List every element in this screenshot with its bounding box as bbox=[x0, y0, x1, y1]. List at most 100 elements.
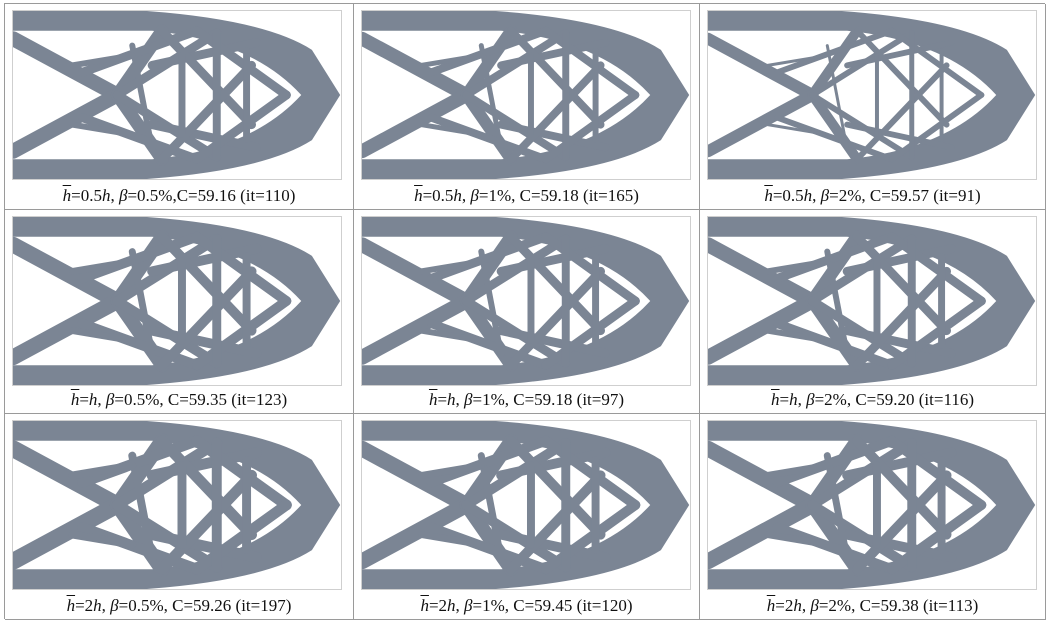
figure-panel: h=2h, β=0.5%, C=59.26 (it=197) bbox=[5, 414, 354, 620]
figure-panel: h=2h, β=2%, C=59.38 (it=113) bbox=[700, 414, 1046, 620]
topology-structure bbox=[13, 11, 341, 179]
figure-panel: h=h, β=0.5%, C=59.35 (it=123) bbox=[5, 210, 354, 414]
panel-caption: h=2h, β=2%, C=59.38 (it=113) bbox=[700, 596, 1045, 616]
figure-grid: h=0.5h, β=0.5%,C=59.16 (it=110) h=0.5h, … bbox=[4, 3, 1046, 620]
structure-frame bbox=[12, 420, 342, 590]
topology-structure bbox=[362, 217, 690, 385]
compliance-iterations: , C=59.18 (it=97) bbox=[504, 390, 625, 409]
hbar-symbol: h bbox=[66, 596, 76, 615]
h-unit: h bbox=[803, 186, 813, 205]
figure-panel: h=2h, β=1%, C=59.45 (it=120) bbox=[354, 414, 700, 620]
topology-structure bbox=[362, 421, 690, 589]
separator: , bbox=[455, 390, 465, 409]
topology-structure bbox=[708, 217, 1036, 385]
hbar-symbol: h bbox=[414, 186, 423, 205]
compliance-iterations: , C=59.20 (it=116) bbox=[846, 390, 974, 409]
panel-caption: h=h, β=1%, C=59.18 (it=97) bbox=[354, 390, 699, 410]
beta-value: =0.5% bbox=[114, 390, 160, 409]
compliance-iterations: , C=59.35 (it=123) bbox=[159, 390, 288, 409]
panel-caption: h=2h, β=1%, C=59.45 (it=120) bbox=[354, 596, 699, 616]
beta-value: =1% bbox=[472, 390, 505, 409]
beta-symbol: β bbox=[820, 186, 830, 205]
topology-structure bbox=[708, 421, 1036, 589]
structure-frame bbox=[361, 216, 691, 386]
separator: , bbox=[801, 596, 811, 615]
topology-structure bbox=[13, 217, 341, 385]
beta-symbol: β bbox=[464, 596, 473, 615]
beta-value: =1% bbox=[478, 186, 512, 205]
separator: , bbox=[110, 186, 119, 205]
beta-symbol: β bbox=[105, 390, 115, 409]
structure-frame bbox=[361, 10, 691, 180]
beta-symbol: β bbox=[810, 596, 819, 615]
structure-frame bbox=[12, 216, 342, 386]
h-value: = bbox=[779, 390, 790, 409]
compliance-iterations: , C=59.57 (it=91) bbox=[861, 186, 981, 205]
panel-caption: h=0.5h, β=2%, C=59.57 (it=91) bbox=[700, 186, 1045, 206]
topology-structure bbox=[362, 11, 690, 179]
hbar-symbol: h bbox=[771, 390, 780, 409]
h-value: =2 bbox=[428, 596, 448, 615]
h-value: =2 bbox=[75, 596, 94, 615]
h-unit: h bbox=[447, 596, 456, 615]
h-unit: h bbox=[453, 186, 462, 205]
beta-value: =2% bbox=[818, 596, 852, 615]
h-value: = bbox=[437, 390, 448, 409]
compliance-iterations: , C=59.26 (it=197) bbox=[163, 596, 292, 615]
panel-caption: h=0.5h, β=1%, C=59.18 (it=165) bbox=[354, 186, 699, 206]
hbar-symbol: h bbox=[70, 390, 80, 409]
compliance-iterations: , C=59.45 (it=120) bbox=[504, 596, 633, 615]
hbar-symbol: h bbox=[62, 186, 72, 205]
structure-frame bbox=[361, 420, 691, 590]
beta-symbol: β bbox=[118, 186, 128, 205]
separator: , bbox=[97, 390, 106, 409]
h-value: =0.5 bbox=[772, 186, 804, 205]
hbar-symbol: h bbox=[764, 186, 773, 205]
panel-caption: h=h, β=0.5%, C=59.35 (it=123) bbox=[5, 390, 353, 410]
hbar-symbol: h bbox=[428, 390, 438, 409]
h-value: =0.5 bbox=[71, 186, 102, 205]
beta-symbol: β bbox=[806, 390, 815, 409]
h-value: =2 bbox=[775, 596, 794, 615]
h-unit: h bbox=[793, 596, 802, 615]
h-unit: h bbox=[93, 596, 102, 615]
compliance-iterations: , C=59.38 (it=113) bbox=[851, 596, 979, 615]
compliance-iterations: ,C=59.16 (it=110) bbox=[172, 186, 296, 205]
structure-frame bbox=[707, 420, 1037, 590]
h-value: = bbox=[79, 390, 89, 409]
beta-symbol: β bbox=[464, 390, 473, 409]
panel-caption: h=2h, β=0.5%, C=59.26 (it=197) bbox=[5, 596, 353, 616]
beta-value: =0.5% bbox=[127, 186, 173, 205]
separator: , bbox=[461, 186, 471, 205]
figure-panel: h=0.5h, β=0.5%,C=59.16 (it=110) bbox=[5, 4, 354, 210]
topology-structure bbox=[13, 421, 341, 589]
separator: , bbox=[455, 596, 465, 615]
figure-panel: h=0.5h, β=2%, C=59.57 (it=91) bbox=[700, 4, 1046, 210]
compliance-iterations: , C=59.18 (it=165) bbox=[511, 186, 639, 205]
beta-symbol: β bbox=[110, 596, 119, 615]
h-unit: h bbox=[101, 186, 111, 205]
figure-panel: h=h, β=2%, C=59.20 (it=116) bbox=[700, 210, 1046, 414]
panel-caption: h=h, β=2%, C=59.20 (it=116) bbox=[700, 390, 1045, 410]
panel-caption: h=0.5h, β=0.5%,C=59.16 (it=110) bbox=[5, 186, 353, 206]
structure-frame bbox=[12, 10, 342, 180]
figure-panel: h=h, β=1%, C=59.18 (it=97) bbox=[354, 210, 700, 414]
beta-value: =2% bbox=[814, 390, 847, 409]
figure-panel: h=0.5h, β=1%, C=59.18 (it=165) bbox=[354, 4, 700, 210]
h-value: =0.5 bbox=[422, 186, 454, 205]
beta-value: =1% bbox=[472, 596, 505, 615]
hbar-symbol: h bbox=[420, 596, 429, 615]
structure-frame bbox=[707, 216, 1037, 386]
beta-symbol: β bbox=[470, 186, 479, 205]
hbar-symbol: h bbox=[766, 596, 776, 615]
separator: , bbox=[797, 390, 807, 409]
beta-value: =2% bbox=[829, 186, 862, 205]
separator: , bbox=[101, 596, 111, 615]
h-unit: h bbox=[447, 390, 456, 409]
separator: , bbox=[812, 186, 821, 205]
h-unit: h bbox=[789, 390, 798, 409]
structure-frame bbox=[707, 10, 1037, 180]
beta-value: =0.5% bbox=[118, 596, 164, 615]
h-unit: h bbox=[88, 390, 98, 409]
topology-structure bbox=[708, 11, 1036, 179]
